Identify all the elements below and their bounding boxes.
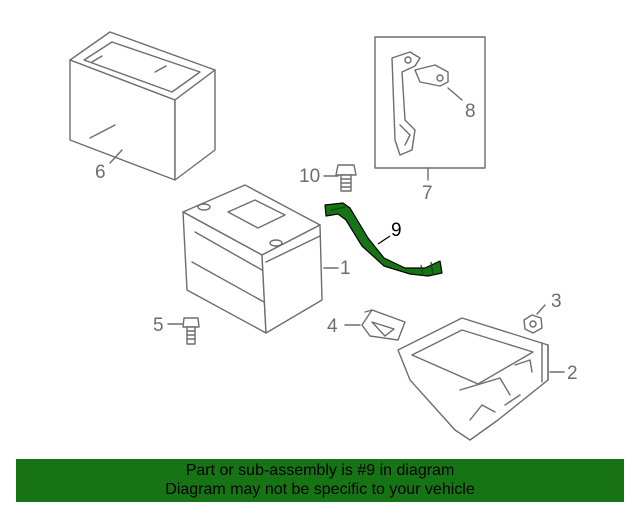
leader-9 [377, 235, 391, 245]
callout-3: 3 [551, 291, 562, 312]
leader-8 [447, 87, 463, 101]
leader-3 [536, 304, 546, 315]
callout-5: 5 [153, 315, 164, 336]
hold-down-bracket-drawing [391, 51, 449, 156]
clamp-drawing [361, 309, 406, 341]
callout-10: 10 [299, 166, 321, 187]
callout-7: 7 [422, 183, 433, 204]
bolt-5-drawing [182, 317, 200, 345]
callout-2: 2 [567, 363, 578, 384]
bolt-10-drawing [335, 164, 357, 192]
callout-4: 4 [327, 316, 338, 337]
cable-drawing [324, 202, 443, 277]
callout-9: 9 [391, 220, 402, 241]
battery-tray-drawing [397, 317, 549, 441]
battery-drawing [182, 184, 323, 334]
info-banner: Part or sub-assembly is #9 in diagram Di… [16, 459, 624, 502]
callout-1: 1 [340, 258, 351, 279]
callout-8: 8 [465, 101, 476, 122]
hold-down-box [374, 36, 486, 169]
parts-diagram [69, 31, 565, 441]
banner-line-2: Diagram may not be specific to your vehi… [165, 481, 475, 498]
nut-drawing [523, 314, 543, 334]
insulator-cover-drawing [69, 31, 216, 181]
callout-6: 6 [95, 162, 106, 183]
leader-6 [109, 149, 123, 164]
banner-line-1: Part or sub-assembly is #9 in diagram [185, 462, 455, 479]
